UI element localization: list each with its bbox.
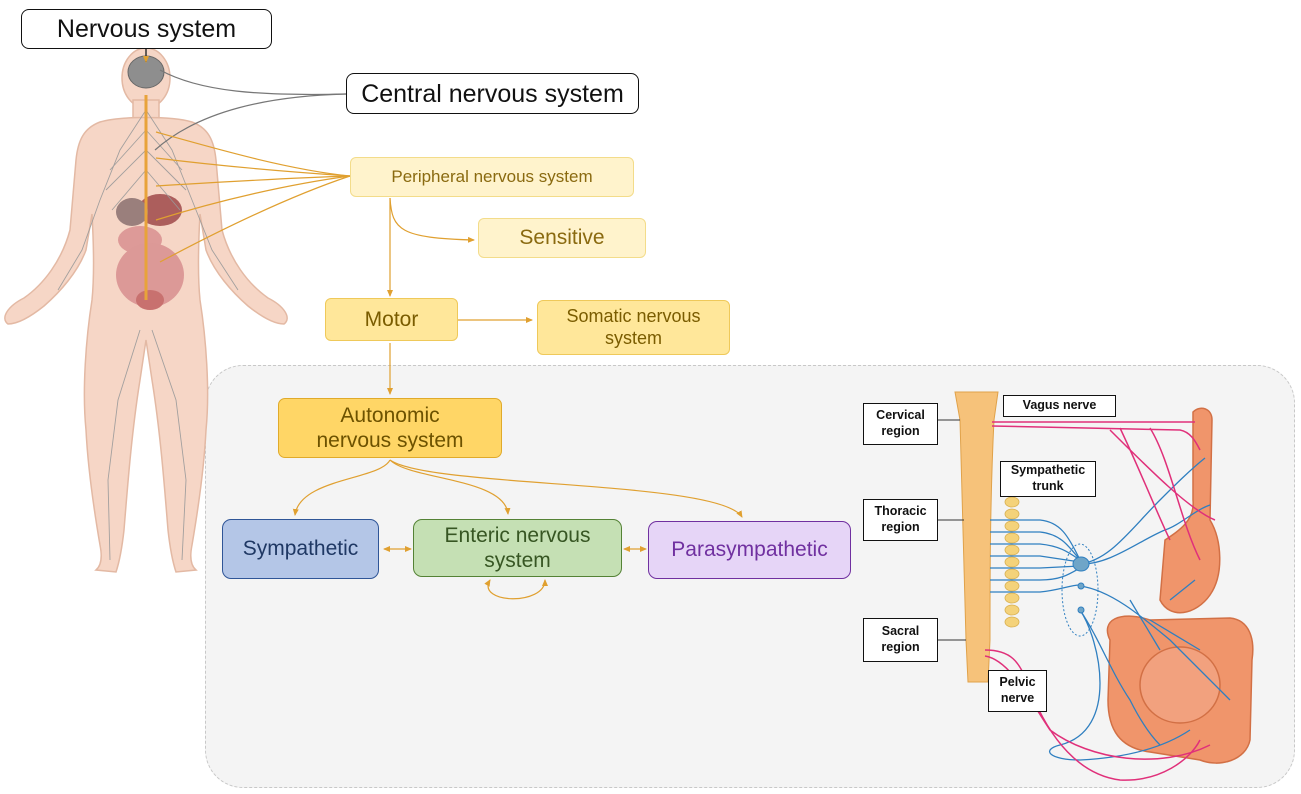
ganglion-icon — [1072, 556, 1090, 614]
thoracic-text: Thoracic region — [874, 504, 927, 534]
motor-node: Motor — [325, 298, 458, 341]
pelvic-label: Pelvic nerve — [988, 670, 1047, 712]
somatic-node: Somatic nervous system — [537, 300, 730, 355]
title-text: Nervous system — [56, 15, 237, 43]
sympathetic-trunk-chain — [1004, 496, 1020, 628]
cns-node: Central nervous system — [346, 73, 639, 114]
sensitive-node: Sensitive — [478, 218, 646, 258]
cervical-label: Cervical region — [863, 403, 938, 445]
sympathetic-trunk-label: Sympathetic trunk — [1000, 461, 1096, 497]
sympathetic-label: Sympathetic — [242, 537, 359, 561]
human-body-illustration — [4, 47, 288, 573]
autonomic-node: Autonomic nervous system — [278, 398, 502, 458]
digestive-organs — [116, 194, 184, 310]
autonomic-label: Autonomic nervous system — [316, 403, 464, 452]
sympathetic-trunk-text: Sympathetic trunk — [1010, 463, 1086, 493]
spinal-column — [954, 391, 999, 683]
parasympathetic-label: Parasympathetic — [671, 538, 828, 562]
pns-node: Peripheral nervous system — [350, 157, 634, 197]
sacral-text: Sacral region — [881, 624, 920, 654]
sympathetic-nerves — [990, 457, 1231, 761]
pns-label: Peripheral nervous system — [391, 166, 593, 186]
cervical-text: Cervical region — [876, 408, 925, 438]
motor-label: Motor — [364, 307, 419, 331]
vagus-text: Vagus nerve — [1022, 398, 1097, 413]
thoracic-label: Thoracic region — [863, 499, 938, 541]
title-node: Nervous system — [21, 9, 272, 49]
enteric-label: Enteric nervous system — [444, 523, 591, 572]
cns-label: Central nervous system — [361, 79, 624, 108]
vagus-label: Vagus nerve — [1003, 395, 1116, 417]
enteric-node: Enteric nervous system — [413, 519, 622, 577]
pelvic-text: Pelvic nerve — [999, 675, 1036, 705]
somatic-label: Somatic nervous system — [566, 305, 701, 348]
sensitive-label: Sensitive — [519, 226, 605, 250]
parasympathetic-node: Parasympathetic — [648, 521, 851, 579]
digestive-tract-illustration — [1106, 407, 1254, 764]
sacral-label: Sacral region — [863, 618, 938, 662]
sympathetic-node: Sympathetic — [222, 519, 379, 579]
